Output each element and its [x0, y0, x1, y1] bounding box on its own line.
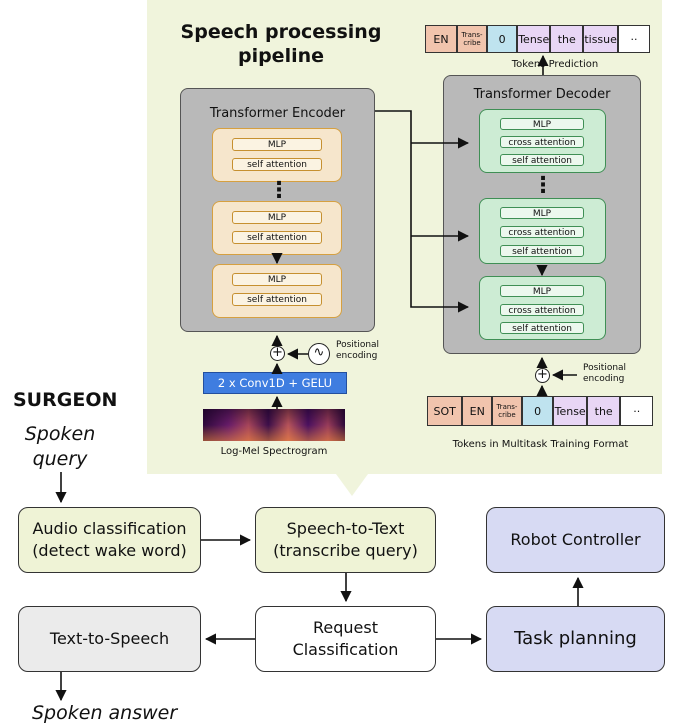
- decoder-mlp: MLP: [500, 207, 584, 219]
- pipeline-title-line2: pipeline: [237, 45, 325, 67]
- decoder-self-attention: self attention: [500, 154, 584, 166]
- decoder-positional-line2: encoding: [583, 374, 625, 384]
- output-token: Tense: [517, 25, 551, 53]
- input-token: EN: [462, 396, 493, 426]
- encoder-mlp: MLP: [232, 211, 322, 224]
- audio-classification-line1: Audio classification: [32, 519, 187, 538]
- spectrogram-overlay: [203, 409, 345, 441]
- input-token: Trans- cribe: [492, 396, 522, 426]
- encoder-positional-wave-icon: ∿: [308, 343, 330, 365]
- decoder-self-attention: self attention: [500, 322, 584, 334]
- input-tokens: SOT EN Trans- cribe 0 Tense the ··: [427, 396, 653, 426]
- input-token: 0: [521, 396, 554, 426]
- decoder-mlp: MLP: [500, 285, 584, 297]
- input-token: ··: [620, 396, 653, 426]
- spoken-query-line2: query: [32, 448, 88, 470]
- input-token: the: [586, 396, 621, 426]
- spoken-answer: Spoken answer: [32, 702, 178, 724]
- output-token: EN: [425, 25, 457, 53]
- encoder-positional-line2: encoding: [336, 351, 378, 361]
- decoder-positional-label: Positional encoding: [583, 363, 626, 385]
- audio-classification-line2: (detect wake word): [32, 541, 187, 560]
- decoder-cross-attention: cross attention: [500, 226, 584, 238]
- encoder-positional-label: Positional encoding: [336, 340, 379, 362]
- encoder-add-node: +: [270, 346, 285, 361]
- encoder-self-attention: self attention: [232, 293, 322, 306]
- request-classification-line2: Classification: [292, 640, 399, 659]
- encoder-mlp: MLP: [232, 273, 322, 286]
- decoder-positional-line1: Positional: [583, 363, 627, 373]
- output-tokens: EN Trans- cribe 0 Tense the tissue ··: [425, 25, 650, 53]
- encoder-block: [212, 128, 342, 182]
- request-classification-line1: Request: [313, 618, 378, 637]
- decoder-ellipsis: ⋮: [532, 173, 554, 198]
- text-to-speech-box: Text-to-Speech: [18, 606, 201, 672]
- spectrogram-label: Log-Mel Spectrogram: [220, 446, 328, 457]
- input-token: Tense: [553, 396, 587, 426]
- decoder-self-attention: self attention: [500, 245, 584, 257]
- pipeline-title-line1: Speech processing: [180, 21, 382, 43]
- output-token: ··: [618, 25, 650, 53]
- encoder-self-attention: self attention: [232, 231, 322, 244]
- request-classification-box: Request Classification: [255, 606, 436, 672]
- task-planning-box: Task planning: [486, 606, 665, 672]
- encoder-title: Transformer Encoder: [209, 106, 346, 121]
- output-token: 0: [487, 25, 518, 53]
- decoder-title: Transformer Decoder: [473, 87, 611, 102]
- encoder-positional-line1: Positional: [336, 340, 380, 350]
- encoder-block: [212, 201, 342, 255]
- pipeline-title: Speech processing pipeline: [170, 20, 392, 68]
- encoder-mlp: MLP: [232, 138, 322, 151]
- surgeon-label: SURGEON: [13, 389, 118, 411]
- decoder-cross-attention: cross attention: [500, 136, 584, 148]
- audio-classification-box: Audio classification (detect wake word): [18, 507, 201, 573]
- input-token: SOT: [427, 396, 463, 426]
- conv-block: 2 x Conv1D + GELU: [203, 372, 347, 394]
- output-token: the: [550, 25, 584, 53]
- spoken-query: Spoken query: [10, 422, 110, 472]
- output-caption: Tokens Prediction: [511, 59, 599, 70]
- decoder-add-node: +: [535, 368, 550, 383]
- spoken-query-line1: Spoken: [24, 423, 96, 445]
- encoder-self-attention: self attention: [232, 158, 322, 171]
- decoder-cross-attention: cross attention: [500, 304, 584, 316]
- input-caption: Tokens in Multitask Training Format: [452, 439, 629, 450]
- decoder-mlp: MLP: [500, 118, 584, 130]
- speech-to-text-line2: (transcribe query): [273, 541, 418, 560]
- encoder-ellipsis: ⋮: [268, 178, 290, 203]
- robot-controller-box: Robot Controller: [486, 507, 665, 573]
- output-token: Trans- cribe: [456, 25, 488, 53]
- speech-to-text-box: Speech-to-Text (transcribe query): [255, 507, 436, 573]
- output-token: tissue: [583, 25, 619, 53]
- speech-to-text-line1: Speech-to-Text: [286, 519, 405, 538]
